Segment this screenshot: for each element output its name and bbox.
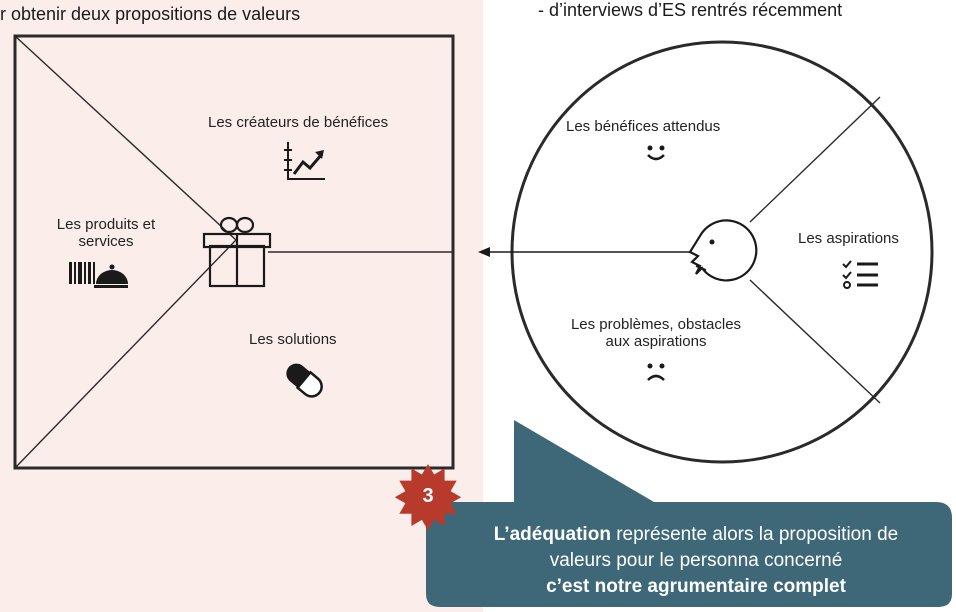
- header-left-text: r obtenir deux propositions de valeurs: [0, 4, 301, 24]
- starburst-badge-icon: [394, 464, 462, 531]
- products-services-label: Les produits et services: [52, 216, 160, 250]
- fit-arrow: [478, 247, 690, 257]
- face-profile-icon: [688, 219, 758, 282]
- chart-up-icon: [284, 142, 325, 180]
- checklist-icon: [842, 260, 878, 289]
- callout-bubble: [426, 420, 952, 607]
- products-label-line1: Les produits et: [56, 216, 156, 233]
- callout-line3: c’est notre agrumentaire complet: [440, 574, 952, 600]
- smile-icon: [647, 145, 665, 161]
- frown-icon: [647, 363, 665, 381]
- callout-line1-rest: représente alors la proposition de: [610, 524, 899, 545]
- expected-benefits-label: Les bénéfices attendus: [566, 118, 721, 135]
- value-map-square: [13, 34, 455, 470]
- badge-number: 3: [422, 485, 434, 507]
- callout-line3-strong: c’est notre agrumentaire complet: [546, 576, 846, 597]
- callout-line1: L’adéquation représente alors la proposi…: [440, 522, 952, 548]
- products-label-line2: services: [78, 233, 134, 250]
- problems-label-line2: aux aspirations: [605, 333, 707, 350]
- solutions-label: Les solutions: [249, 331, 337, 348]
- pill-icon: [286, 363, 323, 398]
- benefit-creators-label: Les créateurs de bénéfices: [208, 114, 389, 131]
- problems-label-line1: Les problèmes, obstacles: [570, 316, 742, 333]
- problems-label: Les problèmes, obstacles aux aspirations: [565, 316, 747, 350]
- gift-icon: [202, 216, 272, 288]
- callout-strong: L’adéquation: [493, 524, 611, 545]
- aspirations-label: Les aspirations: [798, 230, 899, 247]
- header-right-text: - d’interviews d’ES rentrés récemment: [538, 0, 843, 20]
- products-services-icon: [69, 262, 128, 288]
- callout-line2: valeurs pour le personna concerné: [549, 550, 843, 571]
- callout-text: L’adéquation représente alors la proposi…: [440, 522, 952, 600]
